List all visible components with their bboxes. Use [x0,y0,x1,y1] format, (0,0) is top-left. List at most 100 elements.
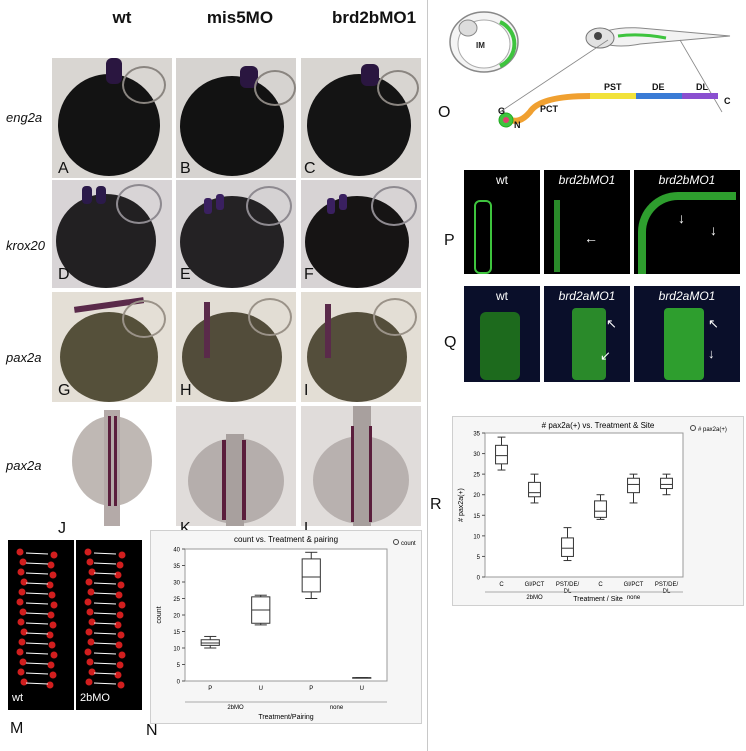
arrow-icon: ↓ [708,346,715,361]
fluor-image-q-mo1-b: brd2aMO1 ↖ ↓ [634,286,740,382]
panel-label-b: B [180,160,191,177]
measurement-line [25,672,49,675]
nucleus-marker [85,678,93,686]
box-iqr [561,537,574,557]
header-wt: wt [112,8,132,27]
nucleus-marker [47,661,55,669]
panel-m-label-wt: wt [12,692,23,704]
nucleus-marker [17,668,25,676]
nucleus-marker [86,608,94,616]
row-label-pax2a-dorsal: pax2a [6,458,42,473]
embryo-photo-g [52,292,172,402]
box-iqr [528,481,541,498]
y-tick-label: 20 [173,614,180,620]
nucleus-marker [20,578,28,586]
nucleus-marker [116,611,124,619]
box-iqr [660,477,673,490]
legend-label: # pax2a(+) [698,427,727,433]
arrow-icon: ↓ [710,222,717,238]
nucleus-marker [87,638,95,646]
measurement-line [25,622,49,625]
chart-title: count vs. Treatment & pairing [234,535,338,544]
legend-marker [393,539,399,545]
measurement-line [93,612,117,615]
y-tick-label: 20 [473,493,480,499]
panel-label-o: O [438,104,451,121]
chart-r-frame: # pax2a(+) vs. Treatment & Site # pax2a(+… [452,416,744,606]
embryo-photo-l [301,406,421,526]
panel-label-h: H [180,382,192,399]
diagram-label-de: DE [652,82,665,92]
nucleus-marker [16,598,24,606]
measurement-line [93,622,117,625]
measurement-line [25,642,49,645]
nucleus-marker [114,621,122,629]
measurement-line [25,592,49,595]
nucleus-marker [117,631,125,639]
arrow-icon: ← [584,230,598,246]
y-tick-label: 30 [173,581,180,587]
nucleus-marker [118,651,126,659]
nucleus-marker [46,681,54,689]
panel-p-caption-1: wt [496,173,508,187]
y-tick-label: 35 [173,564,180,570]
measurement-line [25,652,49,655]
pronephric-marker-plot-2bmo [84,548,126,689]
measurement-line [93,672,117,675]
group-label: none [330,705,344,711]
diagram-label-pct: PCT [540,104,559,114]
nucleus-marker [117,581,125,589]
nucleus-marker [19,558,27,566]
nucleus-marker [115,641,123,649]
embryo-photo-h [176,292,296,402]
nucleus-marker [17,568,25,576]
y-tick-label: 10 [173,647,180,653]
measurement-line [93,632,117,635]
fluor-image-p-wt: wt [464,170,540,274]
nucleus-marker [49,621,57,629]
panel-label-n: N [146,722,158,739]
panel-label-k: K [180,520,191,537]
nucleus-marker [46,631,54,639]
embryo-photo-f [301,180,421,288]
nucleus-marker [114,571,122,579]
panel-label-a: A [58,160,69,177]
chart-title: # pax2a(+) vs. Treatment & Site [542,421,655,430]
nucleus-marker [20,678,28,686]
nucleus-marker [84,648,92,656]
panel-q-caption-3: brd2aMO1 [658,289,716,303]
nucleus-marker [84,548,92,556]
nucleus-marker [48,591,56,599]
nucleus-marker [88,568,96,576]
measurement-line [25,572,49,575]
nucleus-marker [114,671,122,679]
row-label-eng2a: eng2a [6,110,43,125]
diagram-label-g: G [498,106,505,116]
panel-label-g: G [58,382,71,399]
nucleus-marker [50,651,58,659]
panel-label-p: P [444,232,455,249]
measurement-line [25,552,49,555]
nucleus-marker [47,611,55,619]
y-axis-label: # pax2a(+) [458,488,465,522]
x-tick-label: C [598,582,603,588]
panel-label-f: F [304,266,314,283]
diagram-label-c: C [724,96,731,106]
x-tick-label: PST/DE/ [556,582,580,588]
nucleus-marker [88,618,96,626]
measurement-line [93,682,117,685]
diagram-label-n: N [514,120,521,130]
embryo-photo-c [301,58,421,178]
nucleus-marker [118,601,126,609]
measurement-line [93,602,117,605]
x-tick-label: P [208,686,212,692]
measurement-line [93,582,117,585]
nucleus-marker [16,548,24,556]
y-tick-label: 30 [473,452,480,458]
plot-area [484,432,684,578]
nucleus-marker [86,658,94,666]
embryo-photo-j [52,406,172,526]
panel-label-m: M [10,720,24,737]
nucleus-marker [116,561,124,569]
